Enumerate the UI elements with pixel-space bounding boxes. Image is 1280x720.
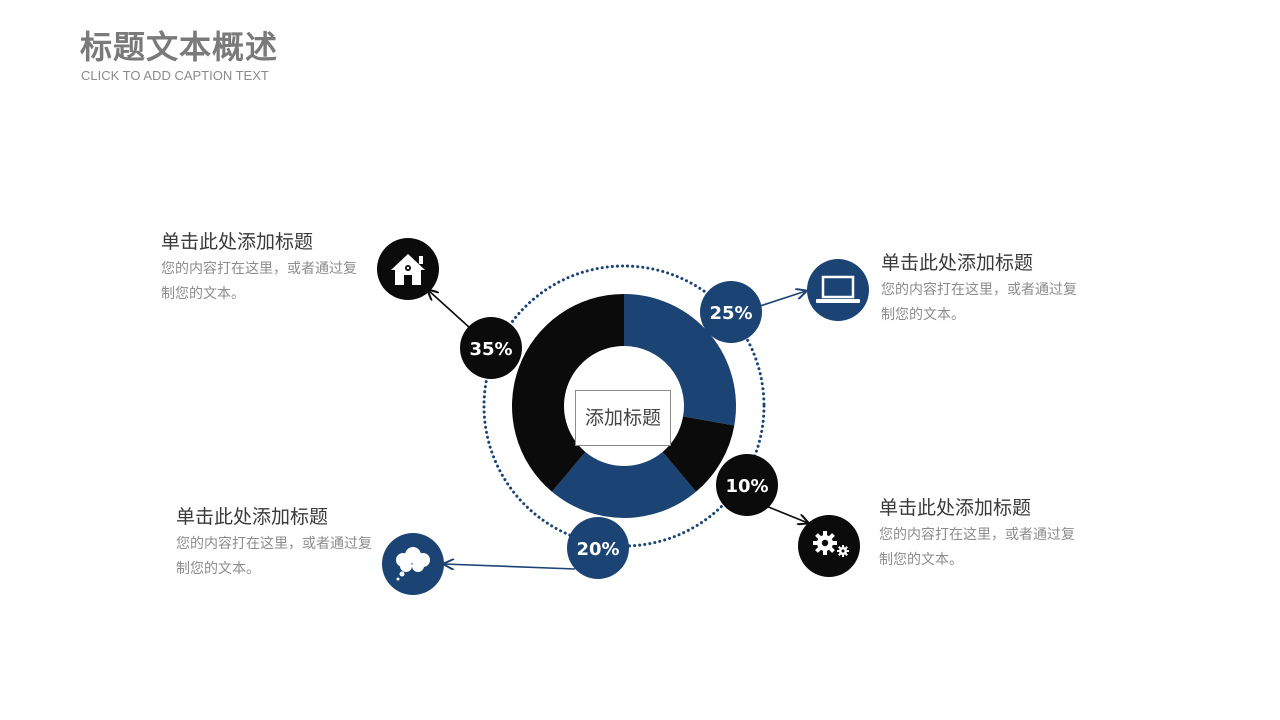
blurb-bottom-left: 单击此处添加标题 您的内容打在这里，或者通过复制您的文本。	[176, 504, 376, 582]
gear-icon	[798, 515, 860, 577]
laptop-icon	[807, 259, 869, 321]
blurb-title[interactable]: 单击此处添加标题	[881, 252, 1034, 274]
thought-cloud-icon	[382, 533, 444, 595]
donut-slice-25	[624, 294, 736, 426]
donut-slice-35	[512, 294, 624, 492]
center-label: 添加标题	[584, 407, 661, 429]
donut-slices	[512, 294, 736, 518]
badge-35-label: 35%	[469, 339, 512, 360]
donut-slice-10	[662, 416, 735, 492]
blurb-body[interactable]: 您的内容打在这里，或者通过复制您的文本。	[881, 282, 1077, 323]
page-subtitle: CLICK TO ADD CAPTION TEXT	[81, 68, 269, 83]
blurb-top-left: 单击此处添加标题 您的内容打在这里，或者通过复制您的文本。	[161, 229, 361, 307]
page-title: 标题文本概述	[80, 28, 279, 66]
blurb-title[interactable]: 单击此处添加标题	[161, 231, 314, 253]
connector-35-to-house	[428, 290, 471, 329]
badge-25: 25%	[700, 281, 762, 343]
blurb-bottom-right: 单击此处添加标题 您的内容打在这里，或者通过复制您的文本。	[879, 495, 1079, 573]
connector-10-to-gear	[765, 505, 808, 523]
blurb-title[interactable]: 单击此处添加标题	[879, 497, 1032, 519]
house-icon	[377, 238, 439, 300]
blurb-top-right: 单击此处添加标题 您的内容打在这里，或者通过复制您的文本。	[881, 250, 1081, 328]
blurb-body[interactable]: 您的内容打在这里，或者通过复制您的文本。	[176, 536, 372, 577]
badge-35: 35%	[460, 317, 522, 379]
badge-20: 20%	[567, 517, 629, 579]
badge-20-label: 20%	[576, 539, 619, 560]
donut-slice-20	[552, 451, 696, 518]
badge-10-label: 10%	[725, 476, 768, 497]
badge-10: 10%	[716, 454, 778, 516]
blurb-body[interactable]: 您的内容打在这里，或者通过复制您的文本。	[161, 261, 357, 302]
connector-25-to-laptop	[759, 291, 806, 307]
blurb-title[interactable]: 单击此处添加标题	[176, 506, 329, 528]
center-label-box[interactable]: 添加标题	[575, 390, 671, 446]
blurb-body[interactable]: 您的内容打在这里，或者通过复制您的文本。	[879, 527, 1075, 568]
connector-20-to-cloud	[444, 564, 576, 569]
badge-25-label: 25%	[709, 303, 752, 324]
